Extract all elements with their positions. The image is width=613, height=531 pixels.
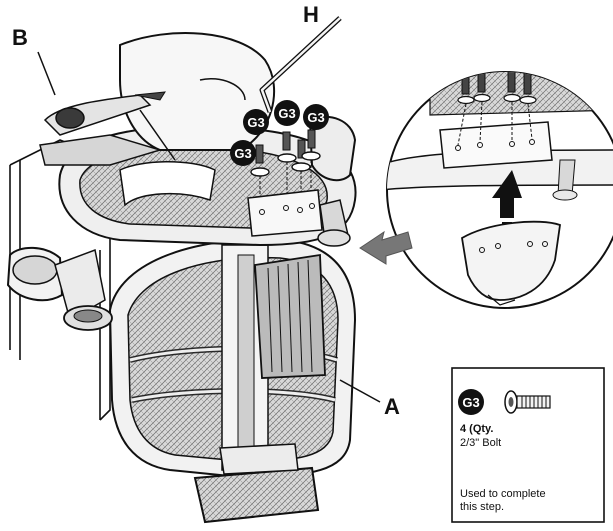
- callout-b: B: [12, 25, 28, 50]
- g3-badge: G3: [243, 109, 269, 135]
- chair-back: [108, 238, 357, 480]
- svg-text:G3: G3: [234, 146, 251, 161]
- parts-qty: 4 (Qty.: [460, 423, 493, 435]
- svg-text:G3: G3: [247, 115, 264, 130]
- callout-h: H: [303, 2, 319, 27]
- bolt-icon: [277, 131, 297, 200]
- right-arm: [308, 115, 357, 247]
- parts-note-line2: this step.: [460, 501, 504, 513]
- parts-name: 2/3" Bolt: [460, 437, 501, 449]
- svg-text:G3: G3: [307, 110, 324, 125]
- lumbar-pad: [193, 443, 320, 524]
- bolt-set-main: [247, 129, 323, 237]
- g3-badge: G3: [303, 104, 329, 130]
- arrow-icon: [359, 230, 413, 265]
- svg-text:G3: G3: [278, 106, 295, 121]
- parts-box: G3 4 (Qty. 2/3" Bolt Used to complete th…: [451, 367, 605, 523]
- detail-inset: [386, 71, 613, 309]
- bolt-icon: [291, 139, 311, 205]
- callout-a: A: [384, 394, 400, 419]
- callout-a-leader: [339, 379, 381, 403]
- callout-b-leader: [37, 51, 56, 96]
- bolt-icon: [504, 390, 551, 414]
- hex-key-icon: [259, 16, 342, 113]
- g3-badge: G3: [230, 140, 256, 166]
- parts-badge: G3: [462, 395, 479, 410]
- arrow-icon: [492, 170, 522, 218]
- left-arm: [6, 246, 113, 331]
- bolt-icon: [250, 144, 270, 205]
- parts-note-line1: Used to complete: [460, 488, 546, 500]
- g3-badge: G3: [274, 100, 300, 126]
